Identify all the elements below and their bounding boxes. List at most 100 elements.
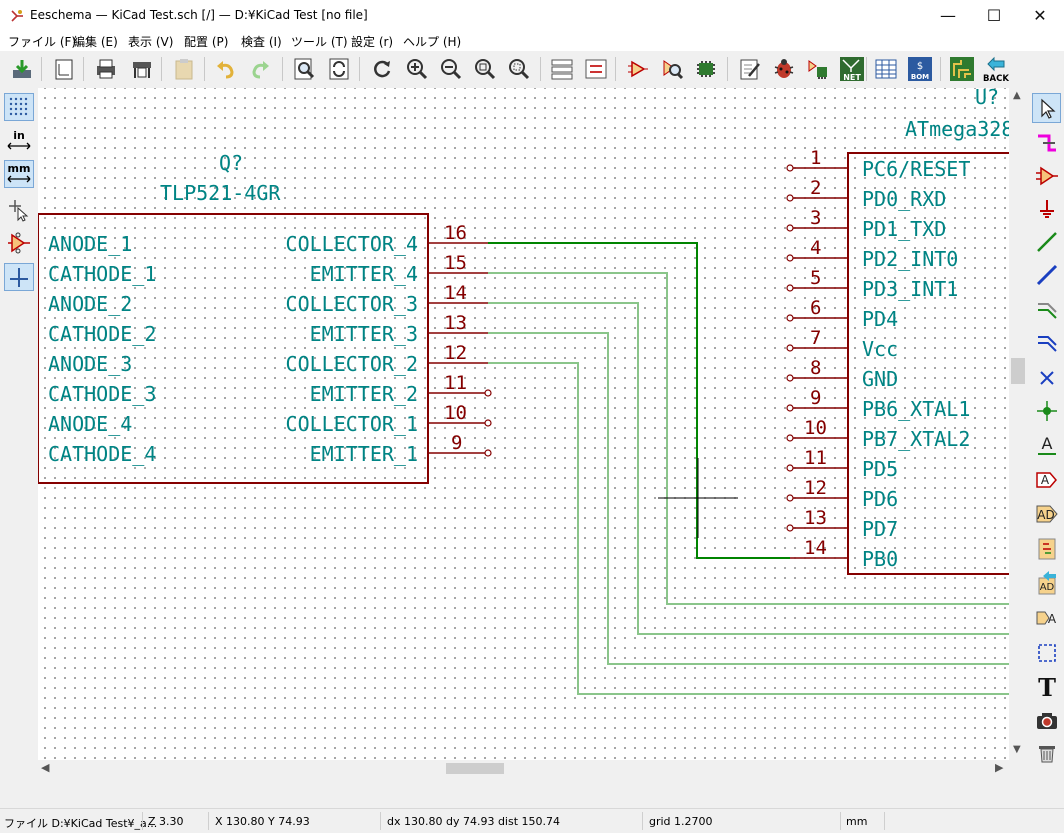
undo-icon[interactable] [212, 55, 240, 83]
add-junction-icon[interactable] [1032, 396, 1061, 426]
scroll-left-icon[interactable]: ◀ [41, 761, 50, 774]
grid-toggle-icon[interactable] [4, 93, 34, 121]
q-reference[interactable]: Q? [219, 151, 243, 175]
wire-to-bus-entry-icon[interactable] [1032, 293, 1061, 323]
close-button[interactable]: ✕ [1033, 6, 1047, 25]
q-body[interactable] [38, 213, 429, 484]
bom-icon[interactable]: $BOM [906, 55, 934, 83]
scroll-down-icon[interactable]: ▼ [1013, 744, 1021, 755]
zoom-fit-icon[interactable] [471, 55, 499, 83]
redo-icon[interactable] [246, 55, 274, 83]
plot-icon[interactable] [128, 55, 156, 83]
save-icon[interactable] [8, 55, 36, 83]
find-replace-icon[interactable] [325, 55, 353, 83]
wire-emitter4[interactable] [488, 272, 1009, 605]
vertical-scrollbar[interactable]: ▲ ▼ [1009, 88, 1029, 760]
paste-icon[interactable] [170, 55, 198, 83]
zoom-in-icon[interactable] [403, 55, 431, 83]
add-wire-icon[interactable] [1032, 227, 1061, 257]
menu-help[interactable]: ヘルプ (H) [403, 35, 462, 49]
full-crosshair-icon[interactable] [4, 196, 34, 224]
wire-collector3[interactable] [488, 302, 1009, 635]
symbol-editor-icon[interactable] [624, 55, 652, 83]
add-symbol-icon[interactable] [1032, 161, 1061, 191]
import-sheet-pin-icon[interactable]: AD [1032, 568, 1061, 598]
wire-collector4-pb0[interactable] [488, 242, 790, 559]
menu-view[interactable]: 表示 (V) [128, 35, 174, 49]
no-connect-icon[interactable] [1032, 363, 1061, 393]
menu-inspect[interactable]: 検査 (I) [241, 35, 282, 49]
add-image-icon[interactable] [1032, 706, 1061, 736]
print-icon[interactable] [92, 55, 120, 83]
erc-icon[interactable] [770, 55, 798, 83]
u-reference[interactable]: U? [975, 88, 999, 109]
zoom-out-icon[interactable] [437, 55, 465, 83]
menu-place[interactable]: 配置 (P) [184, 35, 229, 49]
scroll-up-icon[interactable]: ▲ [1013, 90, 1021, 101]
pcbnew-icon[interactable] [948, 55, 976, 83]
inch-units-icon[interactable]: in [4, 127, 34, 155]
select-arrow-icon[interactable] [1032, 93, 1061, 123]
hierarchy-highlight-icon[interactable] [1032, 128, 1061, 158]
global-label-icon[interactable]: A [1032, 465, 1061, 495]
q-value[interactable]: TLP521-4GR [160, 181, 281, 205]
assign-footprints-icon[interactable] [804, 55, 832, 83]
hierarchical-label-icon[interactable]: AD [1032, 499, 1061, 529]
net-label-icon[interactable]: A [1032, 430, 1061, 460]
menu-file[interactable]: ファイル (F) [8, 35, 77, 49]
menu-edit[interactable]: 編集 (E) [73, 35, 118, 49]
add-sheet-pin-icon[interactable]: A [1032, 603, 1061, 633]
menu-tools[interactable]: ツール (T) [291, 35, 348, 49]
netlist-icon[interactable]: NET [838, 55, 866, 83]
add-power-icon[interactable] [1032, 194, 1061, 224]
horizontal-scroll-thumb[interactable] [446, 763, 504, 774]
scroll-right-icon[interactable]: ▶ [995, 761, 1004, 774]
graphic-lines-icon[interactable] [1032, 638, 1061, 668]
hidden-pins-icon[interactable] [4, 229, 34, 257]
hierarchy-navigator-icon[interactable] [548, 55, 576, 83]
symbol-browser-icon[interactable] [658, 55, 686, 83]
zoom-selection-icon[interactable] [505, 55, 533, 83]
page-settings-icon[interactable] [50, 55, 78, 83]
leave-sheet-icon[interactable] [582, 55, 610, 83]
horizontal-vertical-wires-icon[interactable] [4, 263, 34, 291]
vertical-scroll-thumb[interactable] [1011, 358, 1025, 384]
find-icon[interactable] [290, 55, 318, 83]
footprint-editor-icon[interactable] [692, 55, 720, 83]
add-bus-icon[interactable] [1032, 260, 1061, 290]
hierarchical-sheet-icon[interactable] [1032, 534, 1061, 564]
delete-icon[interactable] [1032, 738, 1061, 768]
refresh-icon[interactable] [368, 55, 396, 83]
u-value[interactable]: ATmega328 [905, 117, 1009, 141]
back-import-icon[interactable]: BACK [982, 55, 1010, 83]
menu-preferences[interactable]: 設定 (r) [351, 35, 394, 49]
mm-units-icon[interactable]: mm [4, 160, 34, 188]
horizontal-scrollbar[interactable]: ◀ ▶ [38, 760, 1009, 777]
u-body[interactable] [847, 152, 1009, 575]
maximize-button[interactable]: ☐ [986, 6, 1002, 25]
bom-table-icon[interactable] [872, 55, 900, 83]
schematic-canvas[interactable]: .body { stroke:#840000; stroke-width:2; … [38, 88, 1009, 760]
